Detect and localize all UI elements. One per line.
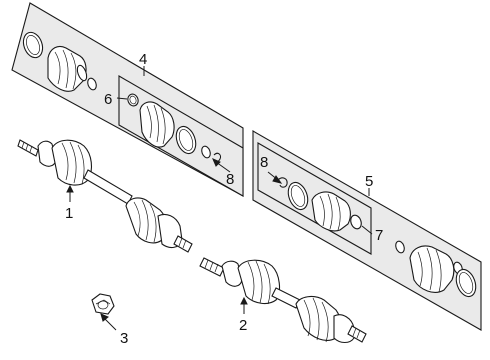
clamp-ring-icon xyxy=(350,214,362,230)
callout-1: 1 xyxy=(65,205,73,222)
callout-7: 7 xyxy=(375,227,383,244)
small-clamp-ring-icon xyxy=(201,145,211,159)
clamp-ring-icon xyxy=(127,93,139,107)
drive-axle-shaft-2 xyxy=(199,257,367,344)
snap-ring-icon xyxy=(277,177,288,188)
callout-6: 6 xyxy=(104,91,112,108)
axle-nut-icon xyxy=(91,293,115,315)
drive-axle-shaft-1 xyxy=(17,139,193,253)
callout-4: 4 xyxy=(139,51,147,68)
leader-lines xyxy=(66,66,373,331)
callout-3: 3 xyxy=(120,330,128,347)
large-clamp-ring-icon xyxy=(22,31,44,59)
callout-5: 5 xyxy=(365,173,373,190)
cv-boot-icon xyxy=(409,245,463,293)
large-clamp-ring-icon xyxy=(287,181,309,211)
large-clamp-ring-icon xyxy=(455,268,477,298)
callout-8-inner: 8 xyxy=(260,154,268,171)
callout-2: 2 xyxy=(239,317,247,334)
small-clamp-ring-icon xyxy=(395,240,405,254)
cv-boot-icon xyxy=(139,101,175,148)
large-clamp-ring-icon xyxy=(175,125,197,155)
callout-8-outer: 8 xyxy=(226,171,234,188)
cv-boot-icon xyxy=(47,45,88,92)
small-clamp-ring-icon xyxy=(87,77,97,91)
cv-boot-icon xyxy=(311,191,351,232)
